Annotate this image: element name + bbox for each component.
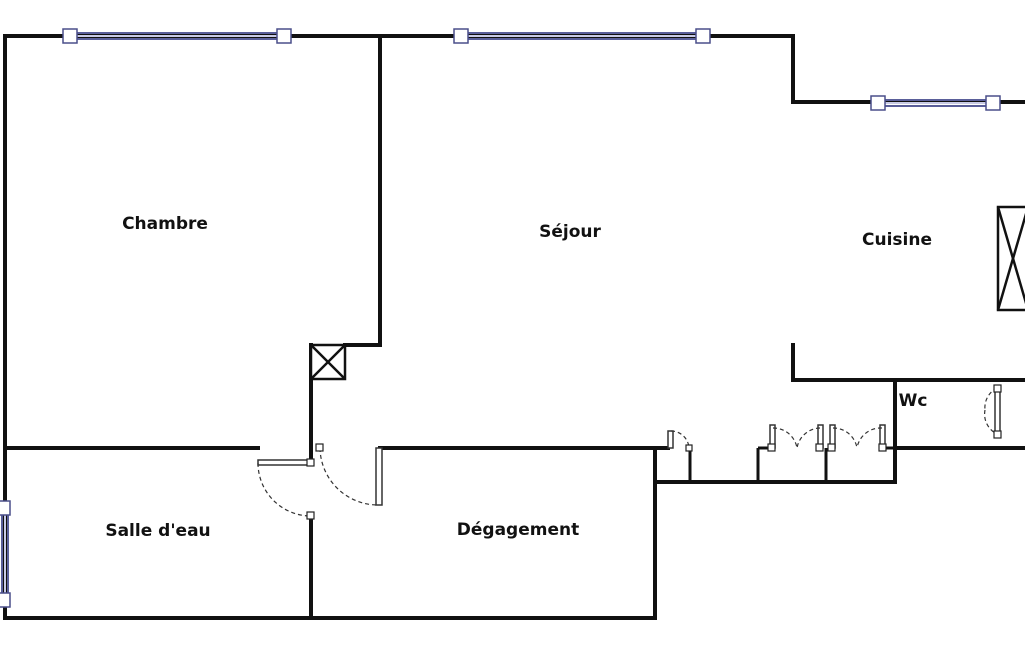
- doors: [257, 384, 1002, 520]
- duct-cuisine: [996, 205, 1025, 312]
- room-label-degagement: Dégagement: [457, 520, 579, 540]
- room-label-wc: Wc: [899, 391, 928, 411]
- room-label-salle-deau: Salle d'eau: [105, 521, 210, 541]
- room-label-cuisine: Cuisine: [862, 230, 932, 250]
- door-wc: [984, 384, 1002, 439]
- window-salle-deau: [0, 500, 11, 608]
- door-corridor-small: [667, 430, 693, 452]
- door-closet-left: [767, 424, 824, 452]
- ducts: [309, 205, 1025, 381]
- window-sejour: [453, 28, 711, 44]
- door-degagement: [315, 443, 383, 506]
- window-chambre: [62, 28, 292, 44]
- corridor-lower-wall: [653, 446, 1025, 484]
- window-cuisine: [870, 95, 1001, 111]
- door-closet-right: [827, 424, 887, 452]
- duct-chambre: [309, 343, 347, 381]
- room-label-sejour: Séjour: [539, 222, 601, 242]
- room-labels: Chambre Séjour Cuisine Wc Salle d'eau Dé…: [105, 214, 932, 541]
- bottom-wall-left: [3, 446, 657, 620]
- door-salle-deau: [257, 458, 315, 520]
- cuisine-lower-wall: [791, 343, 1025, 382]
- room-label-chambre: Chambre: [122, 214, 208, 234]
- windows: [0, 28, 1001, 608]
